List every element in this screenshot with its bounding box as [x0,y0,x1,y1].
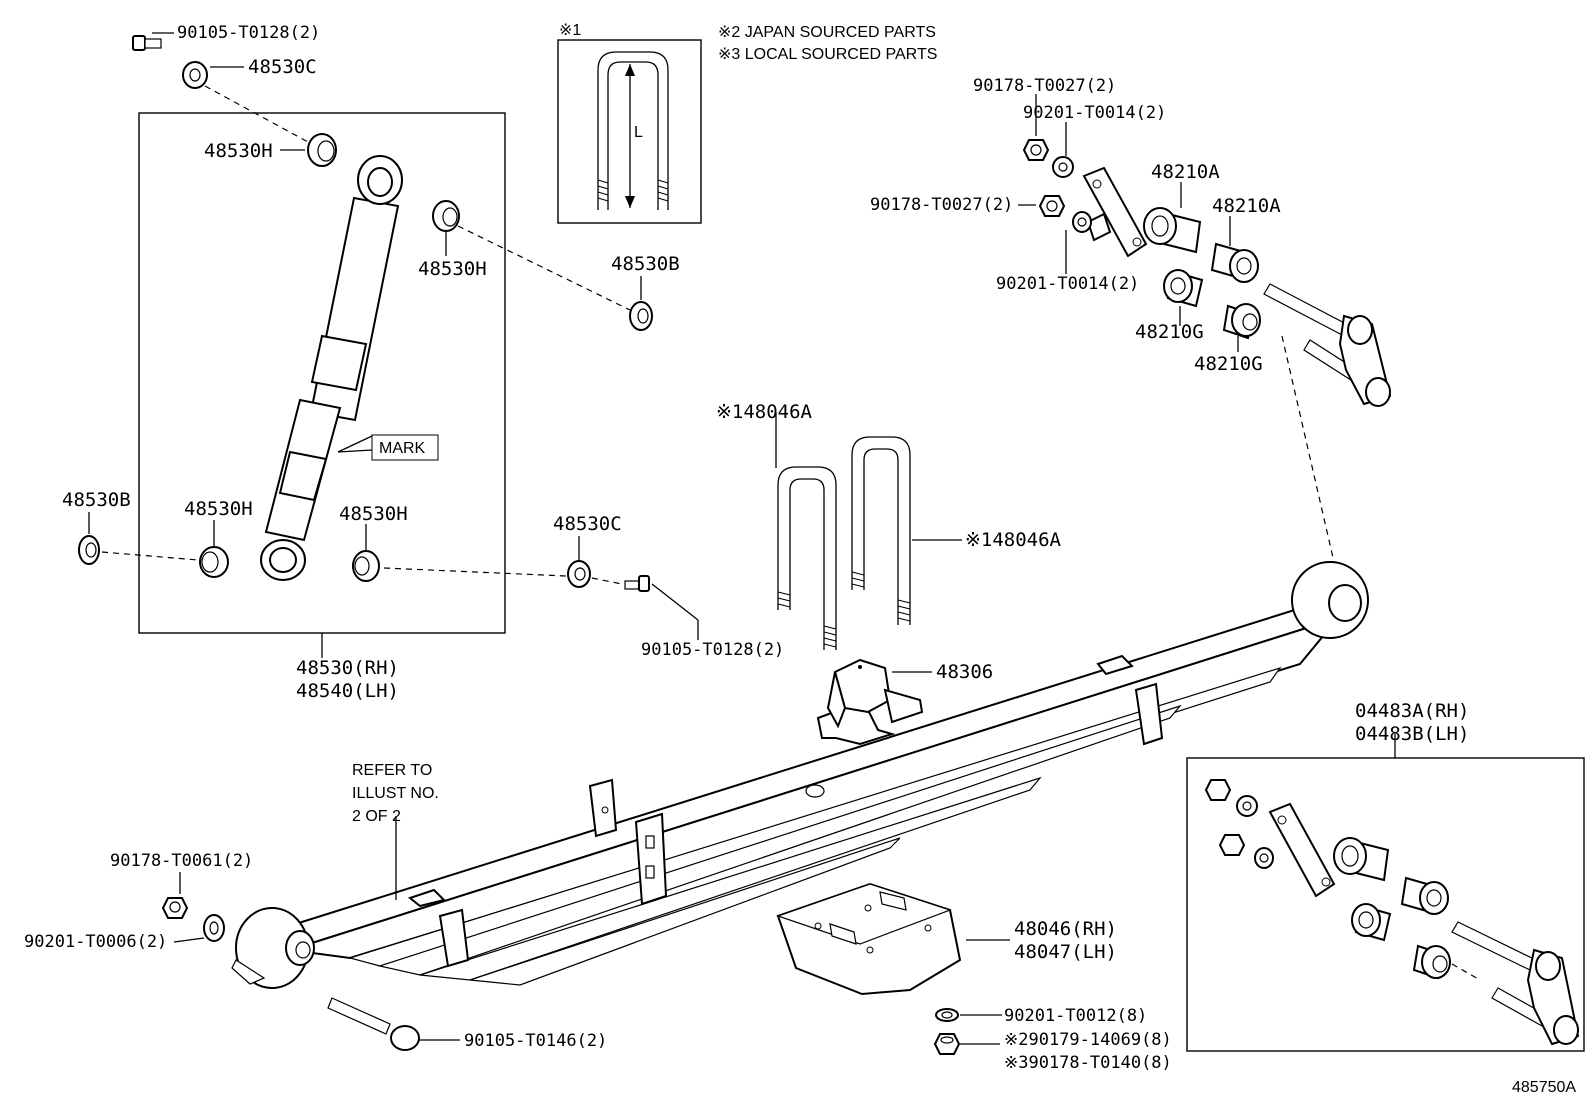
bush-h-lower-left-label: 48530H [184,498,253,520]
bolt-top-icon [132,35,162,51]
mark-label: MARK [379,440,426,457]
bumper-label: 48306 [936,661,993,683]
washer-top1-icon [1052,156,1074,178]
bolt-mid-label: 90105-T0128(2) [641,640,784,660]
bolt-front-icon [327,997,420,1051]
refer-line1: REFER TO [352,762,432,779]
refer-line3: 2 OF 2 [352,808,401,825]
washer-c-mid-label: 48530C [553,513,622,535]
bush-h-right-icon [432,200,460,232]
shackle-upper [1082,166,1148,258]
nut-top2-icon [1038,195,1066,217]
washer-left-icon [203,914,225,942]
shock-absorber [260,155,403,581]
shackle-kit-box [1186,757,1585,1052]
bush-h-top-label: 48530H [204,140,273,162]
dimension-l-label: L [634,124,643,141]
ubolt-a-right-label: ※148046A [965,529,1062,551]
bush-g2-icon [1222,303,1261,340]
bush-h-lower-left-icon [199,546,229,578]
ubolt-rear [851,436,911,625]
nut-local-label: ※390178-T0140(8) [1004,1053,1172,1073]
nut-left-label: 90178-T0061(2) [110,851,253,871]
shackle-plate-pins [1263,283,1392,407]
washer-b-right-label: 48530B [611,253,680,275]
bush-h-lower-right-icon [352,550,380,582]
mark1-note: ※1 [559,22,581,39]
washer-c-mid-icon [567,560,591,588]
bush-h-top-icon [307,133,337,167]
washer-c-top-icon [182,61,208,89]
ubolt-dimension-figure [597,51,669,210]
washer-top2-label: 90201-T0014(2) [996,274,1139,294]
refer-line2: ILLUST NO. [352,785,439,802]
washer-b-left-icon [78,535,100,565]
nut-top2-label: 90178-T0027(2) [870,195,1013,215]
nut-top1-icon [1022,139,1050,161]
japan-sourced-note: ※2 JAPAN SOURCED PARTS [718,24,936,41]
bush-a2-icon [1210,242,1259,283]
local-sourced-note: ※3 LOCAL SOURCED PARTS [718,46,937,63]
bush-a1-icon [1143,207,1202,254]
washer-top1-label: 90201-T0014(2) [1023,103,1166,123]
seat-rh-label: 48046(RH) [1014,918,1117,940]
bolt-front-label: 90105-T0146(2) [464,1031,607,1051]
bush-h-right-label: 48530H [418,258,487,280]
washer-left-label: 90201-T0006(2) [24,932,167,952]
bush-g1-icon [1163,269,1204,308]
leaf-spring [231,561,1369,989]
washer-c-top-label: 48530C [248,56,317,78]
bush-a2-label: 48210A [1212,195,1281,217]
washer-bottom-icon [935,1008,959,1022]
spring-seat [776,882,962,996]
washer-top2-icon [1072,211,1092,233]
seat-lh-label: 48047(LH) [1014,941,1117,963]
mark-callout-box [371,434,439,461]
washer-bottom-label: 90201-T0012(8) [1004,1006,1147,1026]
shock-rh-label: 48530(RH) [296,657,399,679]
shackle-rh-label: 04483A(RH) [1355,700,1469,722]
shock-lh-label: 48540(LH) [296,680,399,702]
nut-bottom-icon [933,1033,961,1055]
washer-b-right-icon [629,301,653,331]
nut-top1-label: 90178-T0027(2) [973,76,1116,96]
bush-h-lower-right-label: 48530H [339,503,408,525]
bush-g2-label: 48210G [1194,353,1263,375]
nut-jp-label: ※290179-14069(8) [1004,1030,1172,1050]
shackle-kit-parts [1204,779,1580,1046]
nut-left-icon [161,897,189,919]
ubolt-a-top-label: ※148046A [716,401,813,423]
shackle-lh-label: 04483B(LH) [1355,723,1469,745]
ubolt-front [777,466,837,650]
bush-g1-label: 48210G [1135,321,1204,343]
washer-b-left-label: 48530B [62,489,131,511]
bolt-top-label: 90105-T0128(2) [177,23,320,43]
ubolt-dimension-box [557,39,702,224]
bush-a1-label: 48210A [1151,161,1220,183]
bump-stopper [816,658,924,746]
bolt-mid-icon [624,575,650,592]
figure-id: 485750A [1512,1079,1576,1096]
